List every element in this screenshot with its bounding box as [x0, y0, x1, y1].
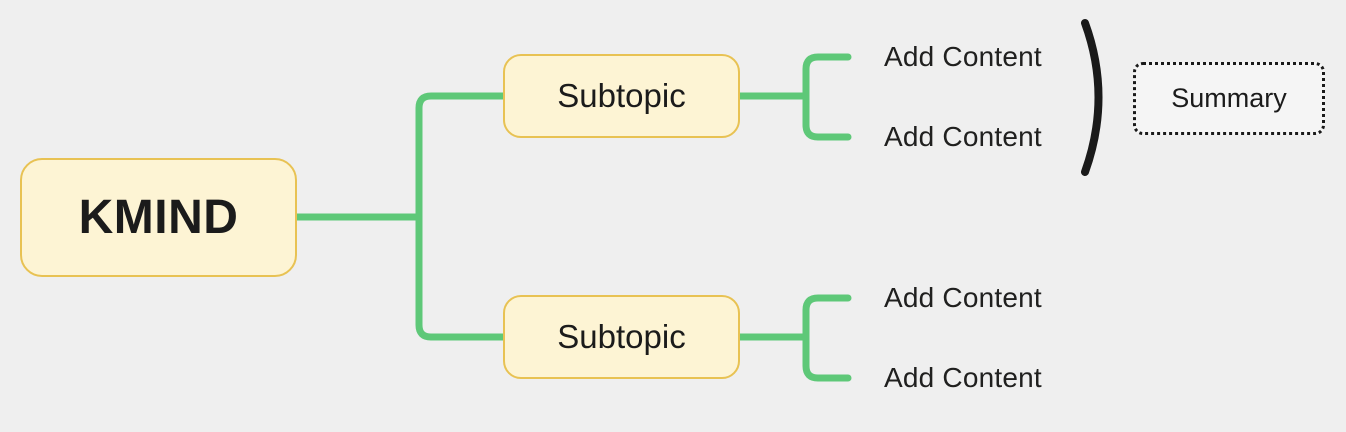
subtopic-node-1-label: Subtopic	[557, 77, 686, 114]
connector-subtopic-1-to-leaf-2	[802, 92, 852, 141]
leaf-node-2[interactable]: Add Content	[884, 121, 1042, 153]
leaf-node-2-label: Add Content	[884, 121, 1042, 152]
root-node-label: KMIND	[78, 191, 239, 244]
leaf-node-1[interactable]: Add Content	[884, 41, 1042, 73]
connector-root-to-subtopic-2	[415, 213, 507, 341]
summary-node-label: Summary	[1171, 83, 1287, 113]
summary-node[interactable]: Summary	[1133, 62, 1325, 135]
leaf-node-3-label: Add Content	[884, 282, 1042, 313]
leaf-node-3[interactable]: Add Content	[884, 282, 1042, 314]
connector-root-to-subtopic-1	[415, 92, 507, 221]
subtopic-node-2[interactable]: Subtopic	[503, 295, 740, 379]
leaf-node-1-label: Add Content	[884, 41, 1042, 72]
subtopic-node-2-label: Subtopic	[557, 318, 686, 355]
connector-subtopic-2-to-leaf-4	[802, 333, 852, 382]
summary-brace-icon	[1081, 19, 1103, 176]
root-node[interactable]: KMIND	[20, 158, 297, 277]
connector-subtopic-2-to-leaf-3	[802, 294, 852, 341]
subtopic-node-1[interactable]: Subtopic	[503, 54, 740, 138]
leaf-node-4-label: Add Content	[884, 362, 1042, 393]
connector-subtopic-1-to-leaf-1	[802, 53, 852, 100]
leaf-node-4[interactable]: Add Content	[884, 362, 1042, 394]
